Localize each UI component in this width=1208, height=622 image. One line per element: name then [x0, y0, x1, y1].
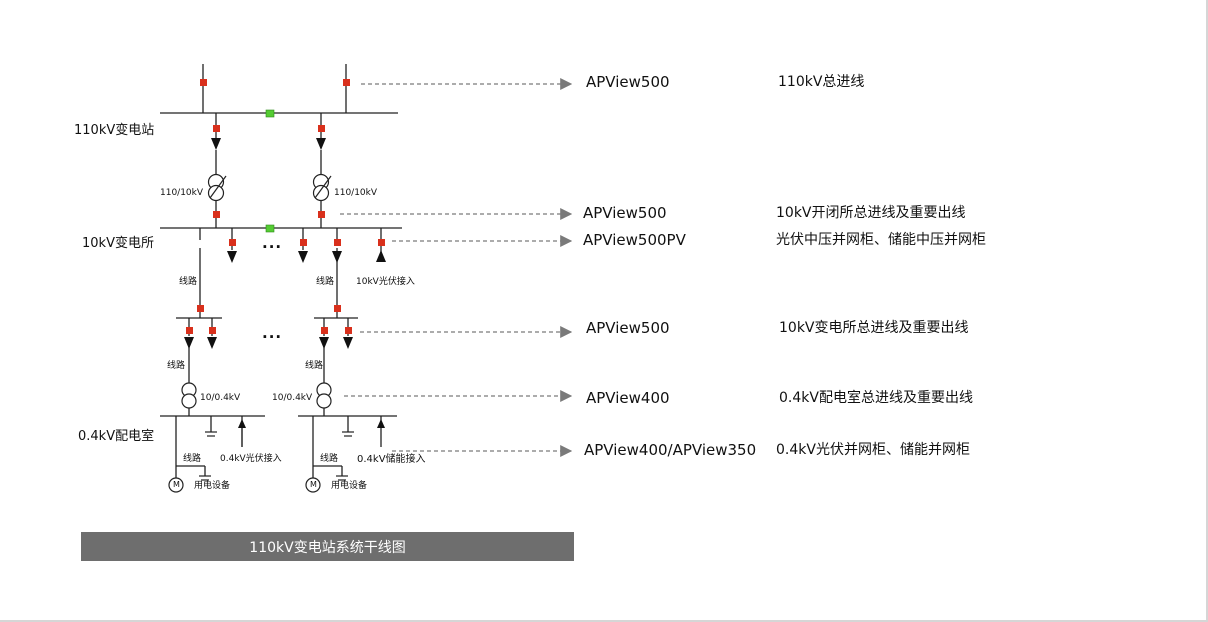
ellipsis: ... [262, 234, 283, 252]
device-model: APView500PV [583, 231, 686, 249]
transformer-icons [181, 173, 332, 409]
breaker-icons [186, 79, 385, 334]
device-description: 光伏中压并网柜、储能中压并网柜 [776, 232, 986, 248]
device-model: APView500 [586, 319, 670, 337]
device-model: APView500 [583, 204, 667, 222]
ground-symbols [199, 431, 354, 481]
transformer-label-hv-right: 110/10kV [334, 188, 378, 198]
transformer-label-lv-right: 10/0.4kV [272, 393, 313, 403]
device-model: APView400/APView350 [584, 441, 757, 459]
level-label-10kv: 10kV变电所 [82, 236, 154, 251]
bus-coupler-icons [265, 109, 275, 233]
device-model: APView500 [586, 73, 670, 91]
load-label: 用电设备 [194, 481, 231, 491]
level-label-04kv: 0.4kV配电室 [78, 429, 155, 444]
device-description: 10kV开闭所总进线及重要出线 [776, 205, 966, 221]
device-description: 0.4kV光伏并网柜、储能并网柜 [776, 442, 970, 458]
transformer-label-hv-left: 110/10kV [160, 188, 204, 198]
pv-10kv-label: 10kV光伏接入 [356, 277, 415, 287]
diagram-caption: 110kV变电站系统干线图 [81, 532, 574, 561]
load-label: 用电设备 [331, 481, 368, 491]
line-label: 线路 [167, 361, 186, 371]
line-label: 线路 [179, 277, 198, 287]
line-label: 线路 [316, 277, 335, 287]
wires [160, 64, 402, 478]
line-label: 线路 [305, 361, 324, 371]
pointer-arrows [340, 78, 573, 457]
pv-04kv-label: 0.4kV光伏接入 [220, 454, 282, 464]
storage-04kv-label: 0.4kV储能接入 [357, 454, 426, 465]
motor-icons [168, 477, 321, 493]
line-label: 线路 [320, 454, 339, 464]
device-description: 10kV变电所总进线及重要出线 [779, 320, 969, 336]
transformer-label-lv-left: 10/0.4kV [200, 393, 241, 403]
level-label-110kv: 110kV变电站 [74, 123, 155, 138]
motor-icon: M [173, 480, 180, 489]
motor-icon: M [310, 480, 317, 489]
load-arrow-icons [184, 138, 353, 349]
device-model: APView400 [586, 389, 670, 407]
device-description: 110kV总进线 [778, 74, 865, 90]
generation-arrow-icons [238, 250, 386, 447]
ellipsis: ... [262, 324, 283, 342]
line-label: 线路 [183, 454, 202, 464]
device-description: 0.4kV配电室总进线及重要出线 [779, 390, 973, 406]
